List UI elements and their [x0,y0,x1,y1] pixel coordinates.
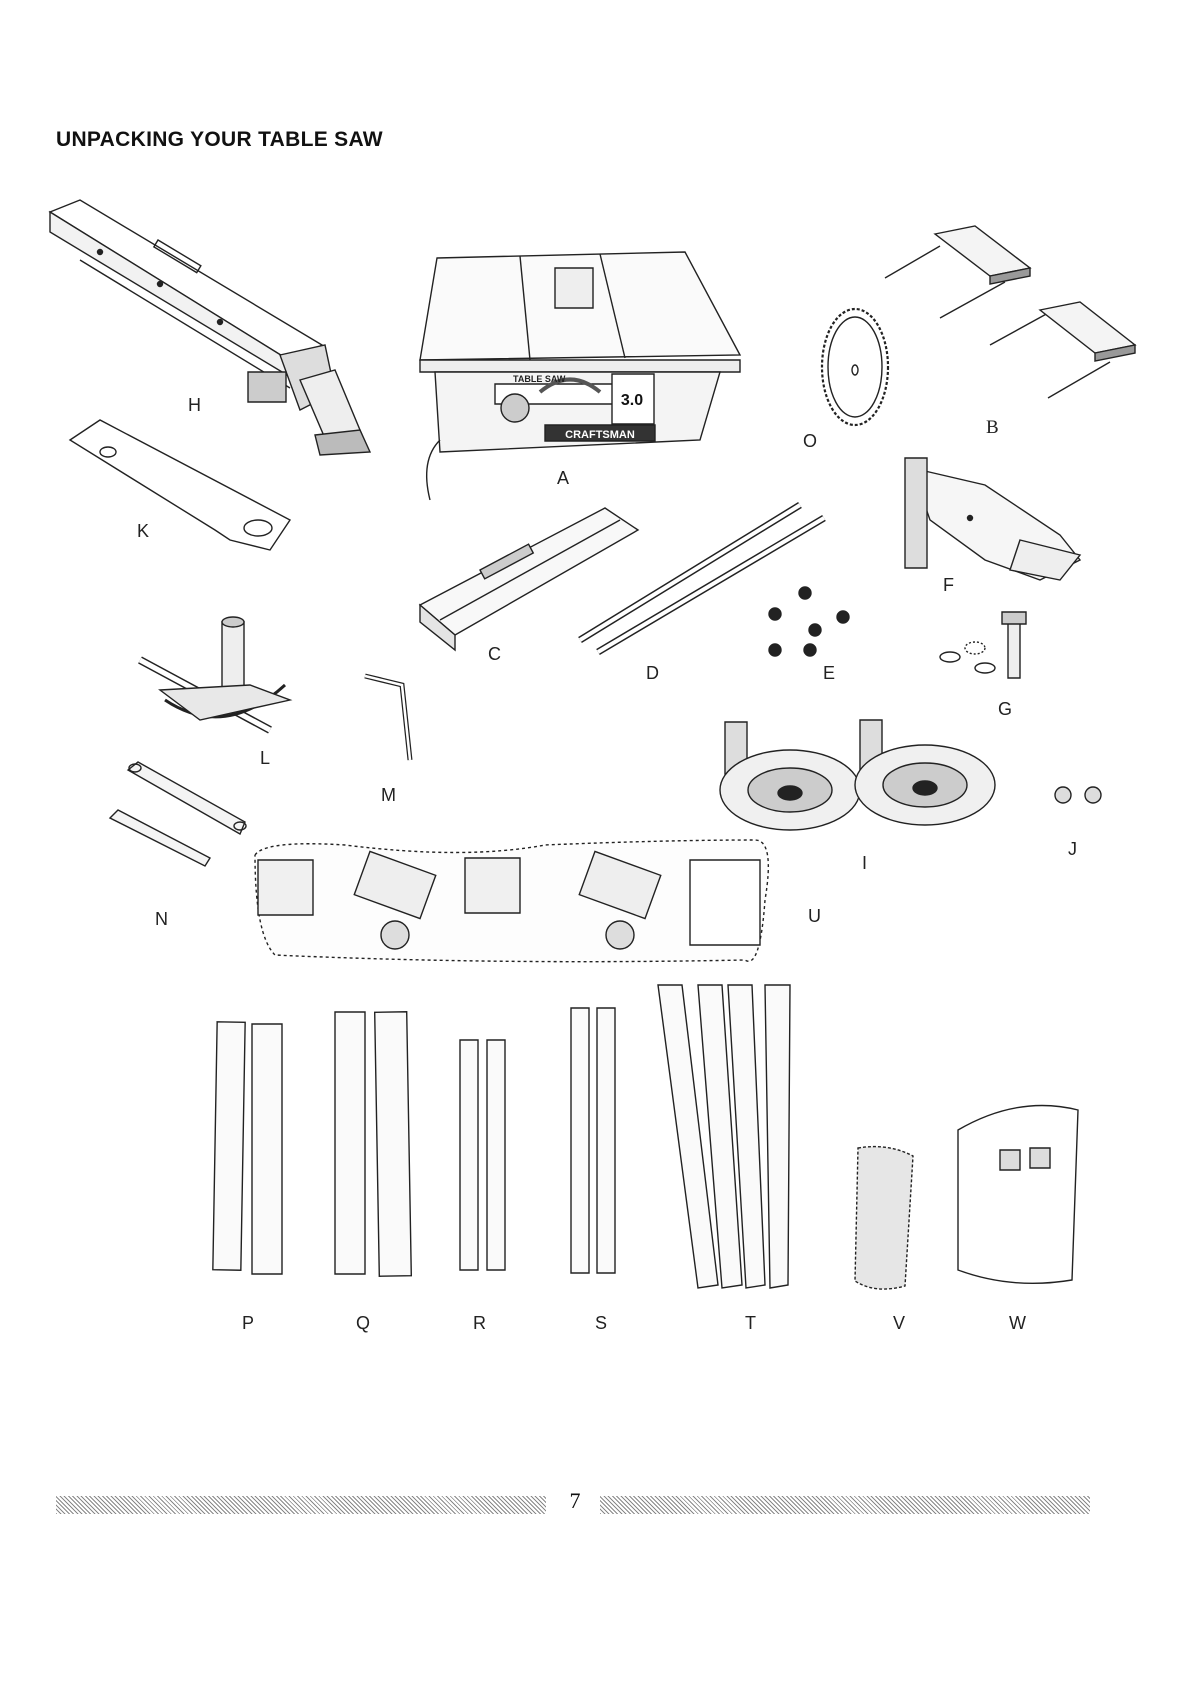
label-c: C [488,644,501,664]
label-p: P [242,1313,255,1333]
page-number: 7 [569,1488,581,1513]
part-d-tubes [580,505,824,652]
part-n-wrenches [110,762,246,866]
label-j: J [1068,839,1077,859]
label-r: R [473,1313,486,1333]
part-j-nuts [1055,787,1101,803]
part-h-fence-rail [50,200,370,455]
part-w-hardware-card [958,1106,1078,1284]
footer-stripe-left [56,1496,546,1514]
label-s: S [595,1313,608,1333]
footer-stripe-right [600,1496,1090,1514]
part-v-hardware-bag [855,1147,913,1289]
part-s-bars [571,1008,615,1273]
label-u: U [808,906,821,926]
label-n: N [155,909,168,929]
label-a: A [557,468,570,488]
part-g-bolt-washers [940,612,1026,678]
part-i-handwheels [720,720,995,830]
part-b-extensions [885,226,1135,398]
part-t-legs [658,985,790,1288]
label-f: F [943,575,954,595]
label-v: V [893,1313,906,1333]
part-c-front-rail [420,508,638,650]
label-i: I [862,853,868,873]
label-o: O [803,431,818,451]
label-k: K [137,521,150,541]
label-t: T [745,1313,756,1333]
part-k-plate [70,420,290,550]
part-a-table-saw: CRAFTSMAN TABLE SAW 3.0 [420,252,740,500]
part-l-miter-gauge [140,617,290,730]
part-q-bars [335,1012,411,1277]
part-u-caster-kit [255,840,768,962]
part-e-nuts [769,587,849,656]
label-h: H [188,395,201,415]
part-f-blade-guard [905,458,1080,580]
page-title: UNPACKING YOUR TABLE SAW [56,128,383,151]
label-w: W [1009,1313,1026,1333]
label-m: M [381,785,396,805]
label-d: D [646,663,659,683]
part-o-saw-blade [822,309,888,425]
label-e: E [823,663,836,683]
saw-panel-label: TABLE SAW [513,374,566,384]
part-r-bars [460,1040,505,1270]
label-g: G [998,699,1013,719]
part-m-hex-key [365,676,410,760]
saw-hp-label: 3.0 [621,392,643,409]
label-q: Q [356,1313,371,1333]
label-l: L [260,748,271,768]
label-b: B [986,417,999,438]
saw-brand-plate: CRAFTSMAN [565,429,635,441]
page-footer: 7 [0,1488,1190,1518]
part-p-bars [213,1022,282,1274]
